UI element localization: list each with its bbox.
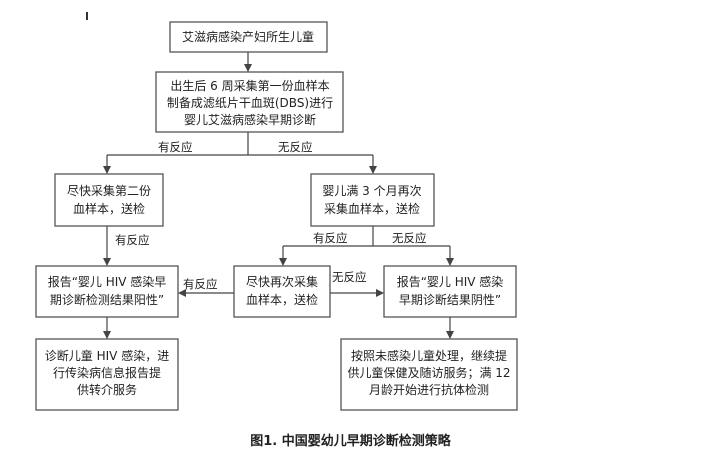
node-n4-text: 婴儿满 3 个月再次 采集血样本，送检 xyxy=(322,184,421,216)
node-n7-line-1: 报告“婴儿 HIV 感染 xyxy=(397,274,504,289)
node-n5 xyxy=(35,265,179,318)
edge-label-neg3: 无反应 xyxy=(392,231,427,245)
node-n6-line-2: 血样本，送检 xyxy=(246,292,318,307)
node-n7-text: 报告“婴儿 HIV 感染 早期诊断结果阴性” xyxy=(397,274,504,307)
node-n8-line-2: 行传染病信息报告提 xyxy=(53,365,161,380)
node-n9-line-1: 按照未感染儿童处理，继续提 xyxy=(351,348,507,363)
node-n5-line-2: 期诊断检测结果阳性” xyxy=(50,292,164,307)
corner-mark xyxy=(86,12,88,20)
node-n9 xyxy=(340,338,518,411)
node-n5-text: 报告“婴儿 HIV 感染早 期诊断检测结果阳性” xyxy=(48,274,167,307)
node-n3 xyxy=(54,173,164,227)
node-n8 xyxy=(35,338,179,411)
node-n2-line-2: 制备成滤纸片干血斑(DBS)进行 xyxy=(167,96,333,110)
node-n6-line-1: 尽快再次采集 xyxy=(246,274,318,289)
node-n7 xyxy=(383,265,517,318)
node-n2 xyxy=(155,71,344,133)
node-n2-text: 出生后 6 周采集第一份血样本 制备成滤纸片干血斑(DBS)进行 婴儿艾滋病感染… xyxy=(167,78,333,127)
edge-label-neg1: 无反应 xyxy=(278,140,313,154)
node-n8-text: 诊断儿童 HIV 感染，进 行传染病信息报告提 供转介服务 xyxy=(45,348,169,397)
node-n1-text: 艾滋病感染产妇所生儿童 xyxy=(182,29,314,44)
node-n3-text: 尽快采集第二份 血样本，送检 xyxy=(67,183,151,216)
node-n4 xyxy=(310,173,435,227)
node-n7-line-2: 早期诊断结果阴性” xyxy=(399,292,501,307)
node-n8-line-1: 诊断儿童 HIV 感染，进 xyxy=(45,348,169,363)
node-n3-line-2: 血样本，送检 xyxy=(73,201,145,216)
edge-label-pos1: 有反应 xyxy=(158,140,193,154)
edge-label-pos3: 有反应 xyxy=(313,231,348,245)
node-n6 xyxy=(233,265,331,318)
node-n4-line-1: 婴儿满 3 个月再次 xyxy=(322,184,421,198)
node-n8-line-3: 供转介服务 xyxy=(77,382,137,397)
edge-label-pos4: 有反应 xyxy=(183,277,218,291)
node-n9-text: 按照未感染儿童处理，继续提 供儿童保健及随访服务；满 12 月龄开始进行抗体检测 xyxy=(347,348,510,397)
node-n5-line-1: 报告“婴儿 HIV 感染早 xyxy=(48,274,167,289)
flowchart: 艾滋病感染产妇所生儿童 出生后 6 周采集第一份血样本 制备成滤纸片干血斑(DB… xyxy=(35,21,518,411)
edge-label-pos2: 有反应 xyxy=(115,233,150,247)
node-n9-line-2: 供儿童保健及随访服务；满 12 xyxy=(347,365,510,380)
edge-label-neg4: 无反应 xyxy=(332,270,367,284)
node-n9-line-3: 月龄开始进行抗体检测 xyxy=(369,382,489,397)
node-n6-text: 尽快再次采集 血样本，送检 xyxy=(246,274,318,307)
node-n2-line-3: 婴儿艾滋病感染早期诊断 xyxy=(184,112,316,127)
figure-caption: 图1. 中国婴幼儿早期诊断检测策略 xyxy=(250,434,451,449)
node-n2-line-1: 出生后 6 周采集第一份血样本 xyxy=(170,78,329,93)
node-n1-line-1: 艾滋病感染产妇所生儿童 xyxy=(182,29,314,44)
node-n4-line-2: 采集血样本，送检 xyxy=(324,201,420,216)
node-n3-line-1: 尽快采集第二份 xyxy=(67,183,151,198)
